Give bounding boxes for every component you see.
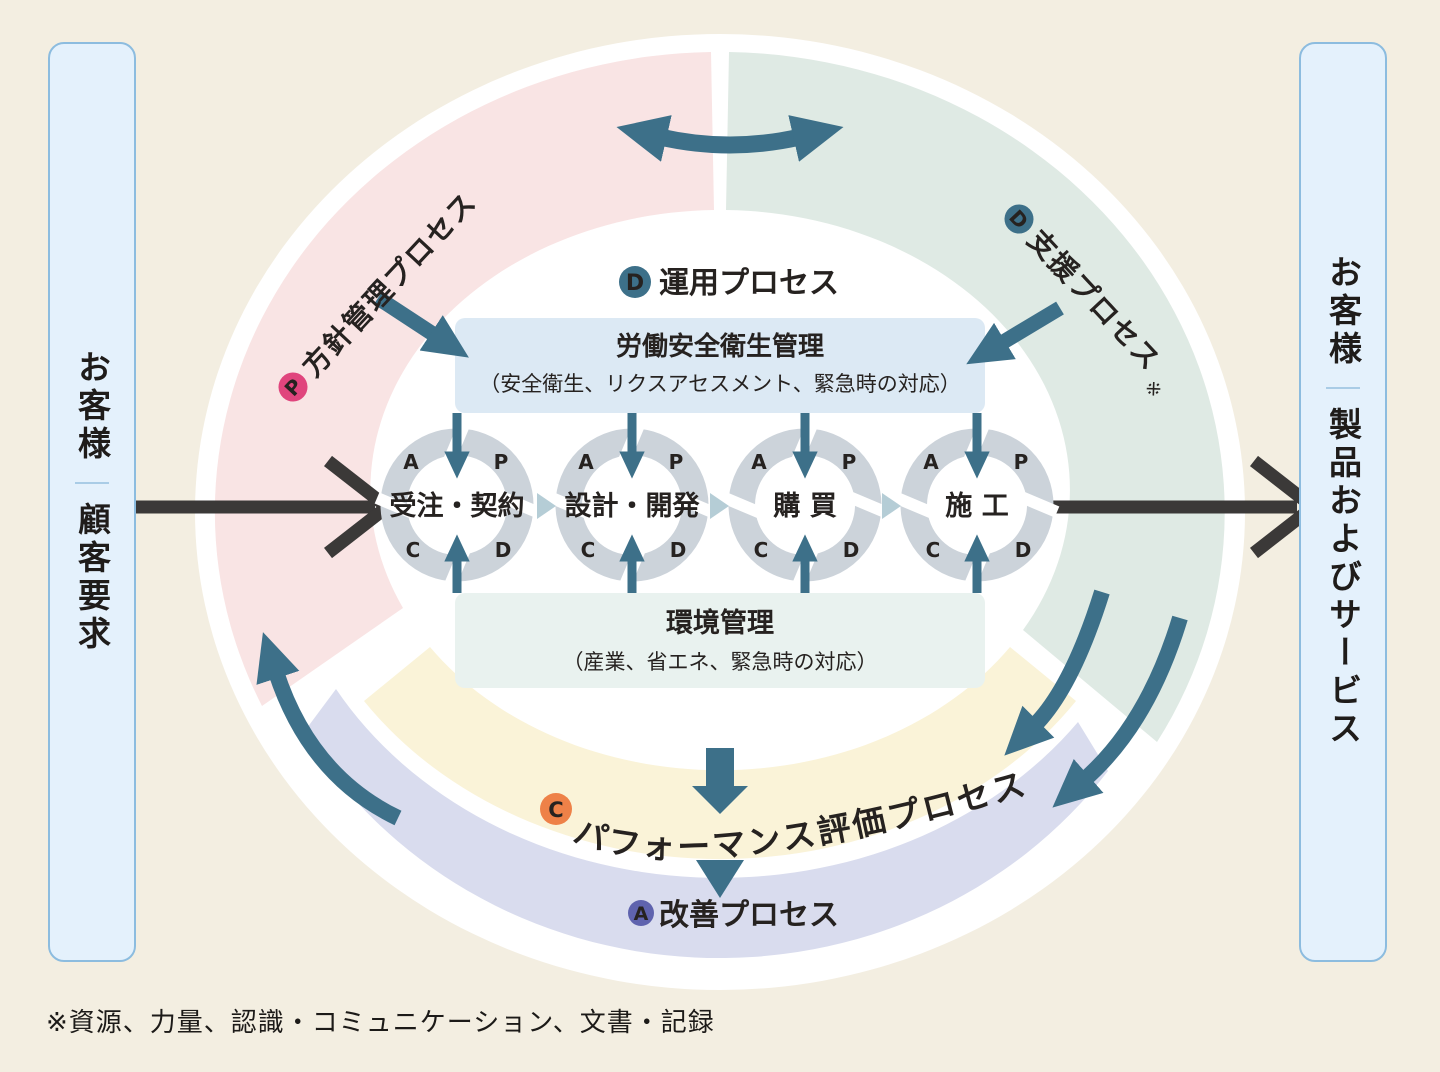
step-connector-triangles <box>537 493 901 519</box>
operation-badge <box>619 266 651 298</box>
support-badge <box>1004 204 1034 234</box>
improvement-label-text: 改善プロセス <box>659 898 839 933</box>
environment-box-subtitle: （産業、省エネ、緊急時の対応） <box>563 650 878 674</box>
left-panel-requirements-label: 顧客要求 <box>72 502 112 654</box>
performance-to-improvement-arrow <box>696 860 744 898</box>
support-to-performance-arrow <box>1004 589 1110 756</box>
safety-management-box: 労働安全衛生管理 （安全衛生、リクスアセスメント、緊急時の対応） <box>455 318 985 413</box>
step-design-develop: 設計・開発 <box>565 490 701 522</box>
policy-badge <box>278 372 308 402</box>
policy-to-operation-arrow <box>373 291 469 358</box>
ring-band-improvement-lavender <box>304 689 1108 959</box>
step-order-contract: 受注・契約 <box>390 490 525 522</box>
policy-support-exchange-arrow <box>616 115 844 162</box>
left-panel-divider <box>75 482 109 484</box>
process-step-circles: 受注・契約 設計・開発 購 買 施 工 <box>377 425 1057 585</box>
improvement-process-label: A 改善プロセス <box>628 898 839 933</box>
improvement-to-policy-arrow <box>256 632 402 826</box>
operation-label-text: 運用プロセス <box>659 266 839 301</box>
right-panel-divider <box>1326 387 1360 389</box>
support-to-operation-arrow <box>966 301 1064 365</box>
right-panel-customer-label: お客様 <box>1323 255 1363 369</box>
improvement-badge-letter: A <box>634 903 649 925</box>
improvement-badge <box>628 900 654 926</box>
right-panel-products-label: 製品およびサービス <box>1323 407 1363 749</box>
customer-products-panel: お客様 製品およびサービス <box>1299 42 1387 962</box>
footnote: ※資源、力量、認識・コミュニケーション、文書・記録 <box>46 1008 715 1038</box>
support-to-improvement-arrow <box>1052 615 1188 808</box>
left-panel-customer-label: お客様 <box>72 350 112 464</box>
performance-badge-letter: C <box>548 798 563 822</box>
step-construction: 施 工 <box>945 491 1008 522</box>
operation-badge-letter: D <box>626 271 644 296</box>
step-purchasing: 購 買 <box>773 491 836 522</box>
ring-segment-support-green <box>726 52 1225 742</box>
environment-management-box: 環境管理 （産業、省エネ、緊急時の対応） <box>455 593 985 688</box>
operation-process-label: D 運用プロセス <box>619 266 839 301</box>
management-link-arrows <box>444 413 990 593</box>
customer-requirements-panel: お客様 顧客要求 <box>48 42 136 962</box>
safety-box-subtitle: （安全衛生、リクスアセスメント、緊急時の対応） <box>479 372 961 396</box>
safety-box-title: 労働安全衛生管理 <box>616 331 824 362</box>
environment-box-title: 環境管理 <box>666 608 774 639</box>
operation-to-performance-arrow <box>692 748 748 814</box>
performance-badge <box>540 793 572 825</box>
